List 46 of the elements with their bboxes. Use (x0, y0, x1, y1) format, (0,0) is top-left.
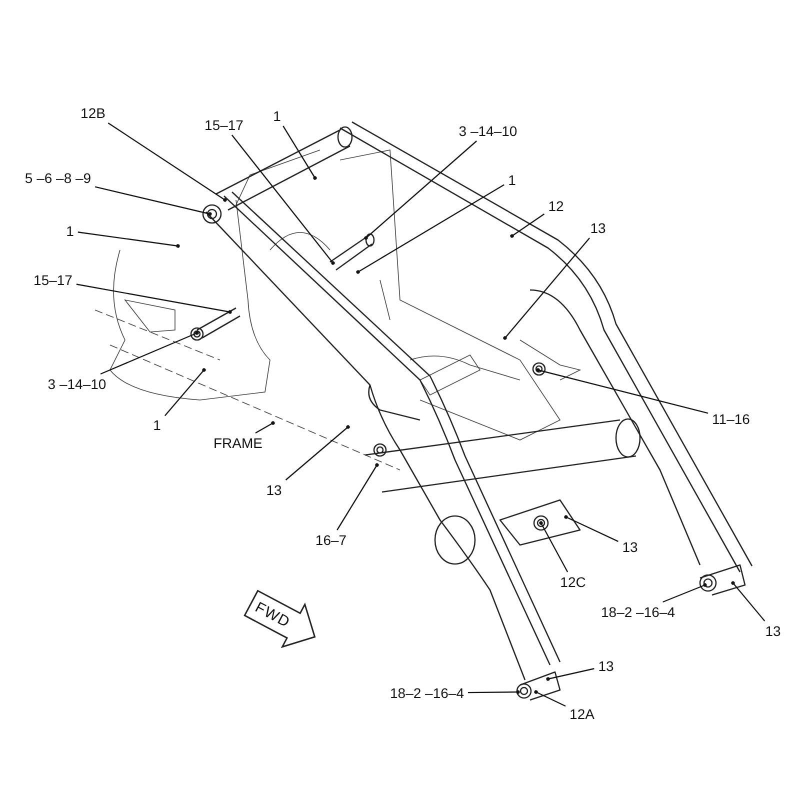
callout-number: 12A (568, 706, 596, 722)
leader-line (364, 140, 477, 240)
leader-line (282, 126, 317, 180)
callout-number: 13 (596, 658, 616, 674)
callout-number: 12B (78, 105, 108, 121)
callout-number: 18–2 –16–4 (388, 685, 466, 701)
leader-line (164, 368, 206, 416)
callout-number: 13 (264, 482, 284, 498)
leader-line (731, 581, 766, 622)
callout-number: 15–17 (202, 117, 246, 133)
leader-line (534, 690, 566, 707)
callout-number: 13 (588, 220, 608, 236)
leader-line (108, 122, 227, 202)
callout-number: 1 (151, 417, 163, 433)
leader-line (503, 238, 590, 340)
leader-line (255, 421, 275, 434)
callout-number: 18–2 –16–4 (599, 604, 677, 620)
leader-line (100, 331, 199, 375)
callout-number: 1 (64, 223, 76, 239)
leader-line (94, 186, 212, 216)
leader-line (539, 521, 568, 572)
callout-number: 12C (558, 574, 588, 590)
callout-number: 15–17 (32, 272, 74, 288)
leader-line (285, 425, 350, 480)
leader-line (510, 214, 545, 238)
leader-line (536, 368, 708, 414)
leader-line (356, 184, 504, 274)
callout-number: 3 –14–10 (456, 123, 520, 139)
leader-line (468, 690, 520, 694)
leader-line (546, 668, 594, 681)
leader-line (231, 134, 335, 265)
leader-line (76, 284, 232, 314)
callout-number: 1 (271, 108, 283, 124)
callout-number: 12 (546, 198, 566, 214)
callout-number: 1 (506, 172, 518, 188)
leader-line (662, 583, 707, 603)
callout-number: 13 (763, 623, 783, 639)
leader-line (78, 232, 180, 248)
callout-number: 16–7 (313, 532, 349, 548)
callout-number: 11–16 (710, 411, 752, 427)
callout-number: 5 –6 –8 –9 (22, 170, 94, 186)
callout-number: 3 –14–10 (46, 376, 108, 392)
callout-number: FRAME (212, 435, 264, 451)
leader-line (336, 463, 379, 530)
leader-line (564, 515, 618, 542)
callout-number: 13 (620, 539, 640, 555)
